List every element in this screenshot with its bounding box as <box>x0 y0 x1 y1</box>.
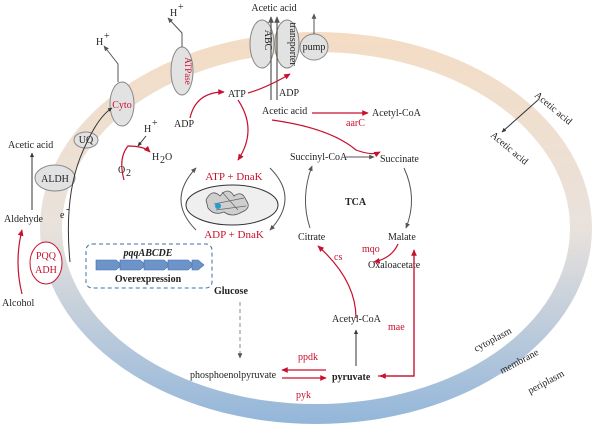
svg-text:aarC: aarC <box>346 118 365 129</box>
svg-text:UQ: UQ <box>79 135 94 146</box>
svg-text:Acetyl-CoA: Acetyl-CoA <box>332 314 382 325</box>
svg-text:Cyto: Cyto <box>112 100 131 111</box>
svg-text:O: O <box>165 152 172 163</box>
svg-text:ALDH: ALDH <box>41 174 69 185</box>
dnak-chaperone: ATP + DnaK ADP + DnaK <box>180 167 286 241</box>
tca-cycle: Succinyl-CoA Succinate TCA Citrate Malat… <box>290 152 421 319</box>
aldh: ALDH <box>34 164 76 192</box>
electron-transfer: e - <box>60 107 113 263</box>
svg-text:Citrate: Citrate <box>298 232 326 243</box>
adp-label: ADP <box>279 88 299 99</box>
svg-text:mqo: mqo <box>362 244 380 255</box>
svg-text:Acetic acid: Acetic acid <box>8 140 53 151</box>
atp-label: ATP <box>228 89 246 100</box>
cyto-reactions: H + H 2 O O 2 <box>118 118 172 181</box>
svg-text:ADH: ADH <box>35 265 57 276</box>
svg-text:Glucose: Glucose <box>214 286 248 297</box>
svg-text:H: H <box>152 152 159 163</box>
svg-text:PQQ: PQQ <box>36 251 57 262</box>
svg-text:Oxaloacetate: Oxaloacetate <box>368 260 421 271</box>
svg-text:ATPase: ATPase <box>183 57 193 85</box>
svg-text:pyk: pyk <box>296 390 311 401</box>
svg-text:+: + <box>178 2 184 13</box>
svg-text:Acetic acid: Acetic acid <box>251 3 296 14</box>
pqq-gene-cluster: pqqABCDE Overexpression <box>85 243 213 289</box>
svg-text:2: 2 <box>126 168 131 179</box>
abc-transporter: ABC transporter <box>249 19 300 69</box>
glycolysis-lower: Acetyl-CoA pyruvate phosphoenolpyruvate … <box>190 249 417 401</box>
cyto-protein: Cyto <box>109 81 135 127</box>
svg-text:Aldehyde: Aldehyde <box>4 214 43 225</box>
svg-text:pyruvate: pyruvate <box>332 372 371 383</box>
svg-text:pump: pump <box>303 42 326 53</box>
svg-text:mae: mae <box>388 322 405 333</box>
aarc-reaction: Acetic acid Acetyl-CoA aarC <box>262 106 422 158</box>
proton-export-top: H + <box>167 2 184 47</box>
svg-text:H: H <box>96 37 103 48</box>
alcohol-oxidation: Acetic acid Aldehyde Alcohol <box>2 140 53 309</box>
proton-export-left: H + <box>96 31 119 82</box>
svg-text:H: H <box>144 124 151 135</box>
atp-to-dnak-arrow <box>237 99 249 161</box>
svg-text:phosphoenolpyruvate: phosphoenolpyruvate <box>190 370 277 381</box>
svg-text:e: e <box>60 210 65 221</box>
svg-text:Malate: Malate <box>388 232 416 243</box>
svg-text:transporter: transporter <box>287 22 298 66</box>
svg-text:Acetic acid: Acetic acid <box>262 106 307 117</box>
svg-text:2: 2 <box>160 155 165 166</box>
svg-text:cs: cs <box>334 252 342 263</box>
uq: UQ <box>73 131 99 149</box>
adp-to-atp-arrow <box>189 89 225 119</box>
svg-text:ABC: ABC <box>262 30 273 51</box>
svg-text:Overexpression: Overexpression <box>115 274 182 285</box>
svg-text:Succinate: Succinate <box>380 154 419 165</box>
svg-text:-: - <box>66 204 69 215</box>
svg-text:TCA: TCA <box>345 197 367 208</box>
atp-to-pump-arrow <box>247 73 291 94</box>
svg-text:Alcohol: Alcohol <box>2 298 34 309</box>
acetic-acid-export: Acetic acid <box>251 3 297 100</box>
svg-text:+: + <box>152 118 158 129</box>
pqq-adh: PQQ ADH <box>29 241 63 285</box>
pump: pump <box>299 33 329 61</box>
svg-text:O: O <box>118 165 125 176</box>
svg-text:pqqABCDE: pqqABCDE <box>123 248 173 259</box>
svg-text:H: H <box>170 8 177 19</box>
region-periplasm: periplasm <box>526 368 566 396</box>
svg-text:Acetic acid: Acetic acid <box>488 130 530 168</box>
atpase: ATPase <box>170 46 194 96</box>
svg-text:ppdk: ppdk <box>298 352 318 363</box>
adp-left-label: ADP <box>174 119 194 130</box>
svg-text:ADP + DnaK: ADP + DnaK <box>204 229 264 241</box>
glucose-pathway: Glucose <box>214 286 248 359</box>
svg-text:Succinyl-CoA: Succinyl-CoA <box>290 152 348 163</box>
svg-text:+: + <box>104 31 110 42</box>
svg-text:ATP + DnaK: ATP + DnaK <box>205 171 262 183</box>
svg-text:Acetyl-CoA: Acetyl-CoA <box>372 108 422 119</box>
